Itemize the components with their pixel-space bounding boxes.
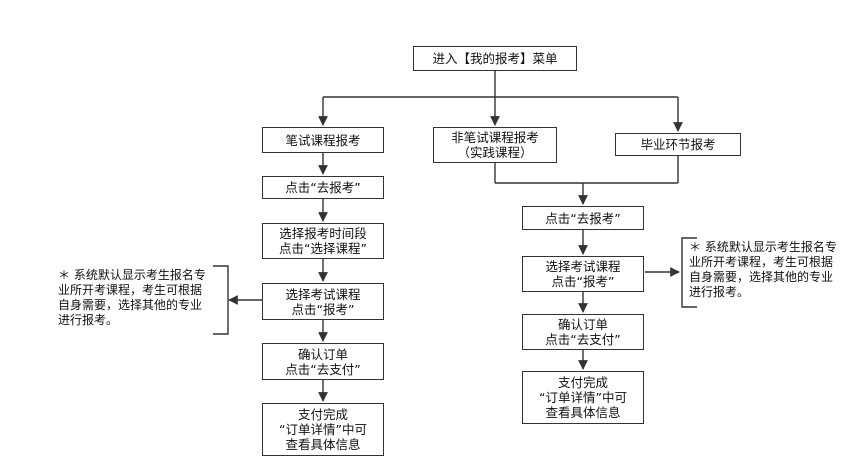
left-payment-done-line1: 支付完成 <box>297 407 348 422</box>
nonwritten-course-node: 非笔试课程报考 （实践课程） <box>433 127 557 163</box>
right-note: ＊ 系统默认显示考生报名专 业所开考课程，考生可根据 自身需要，选择其他的专业 … <box>689 240 851 300</box>
left-select-period-line1: 选择报考时间段 <box>279 226 367 241</box>
right-note-line: 自身需要，选择其他的专业 <box>689 270 834 284</box>
left-select-period-node: 选择报考时间段 点击“选择课程” <box>262 223 384 259</box>
graduation-label: 毕业环节报考 <box>640 137 716 152</box>
left-note-line: 自身需要，选择其他的专业 <box>58 298 203 312</box>
left-select-course-line2: 点击“报考” <box>291 301 355 317</box>
left-note-line: ＊ 系统默认显示考生报名专 <box>58 268 206 282</box>
left-confirm-order-line2: 点击“去支付” <box>285 361 361 377</box>
right-note-line: 进行报考。 <box>689 285 750 299</box>
right-go-register-label: 点击“去报考” <box>545 210 621 226</box>
left-select-course-node: 选择考试课程 点击“报考” <box>262 283 384 320</box>
nonwritten-course-line1: 非笔试课程报考 <box>451 130 539 145</box>
right-note-line: ＊ 系统默认显示考生报名专 <box>689 240 837 254</box>
left-note-line: 进行报考。 <box>58 313 119 327</box>
left-note-bracket <box>213 265 229 335</box>
right-confirm-order-node: 确认订单 点击“去支付” <box>522 314 644 350</box>
right-go-register-node: 点击“去报考” <box>522 206 644 230</box>
written-course-label: 笔试课程报考 <box>285 132 361 148</box>
graduation-node: 毕业环节报考 <box>615 133 741 156</box>
left-confirm-order-line1: 确认订单 <box>297 346 348 362</box>
right-payment-done-node: 支付完成 “订单详情”中可 查看具体信息 <box>522 371 644 424</box>
left-payment-done-node: 支付完成 “订单详情”中可 查看具体信息 <box>262 403 384 456</box>
left-payment-done-line2: “订单详情”中可 <box>279 422 367 437</box>
left-go-register-node: 点击“去报考” <box>262 176 384 199</box>
right-note-line: 业所开考课程，考生可根据 <box>689 255 834 269</box>
right-payment-done-line1: 支付完成 <box>557 375 608 390</box>
left-confirm-order-node: 确认订单 点击“去支付” <box>262 343 384 380</box>
left-go-register-label: 点击“去报考” <box>285 180 361 195</box>
left-note-line: 业所开考课程，考生可根据 <box>58 283 203 297</box>
right-note-bracket <box>681 237 697 308</box>
left-note: ＊ 系统默认显示考生报名专 业所开考课程，考生可根据 自身需要，选择其他的专业 … <box>58 268 218 328</box>
nonwritten-course-line2: （实践课程） <box>457 145 533 160</box>
left-select-period-line2: 点击“选择课程” <box>279 241 367 256</box>
left-select-course-line1: 选择考试课程 <box>285 286 361 302</box>
written-course-node: 笔试课程报考 <box>262 127 384 153</box>
start-label: 进入【我的报考】菜单 <box>432 51 558 66</box>
right-select-course-line1: 选择考试课程 <box>545 259 621 274</box>
right-payment-done-line2: “订单详情”中可 <box>539 390 627 405</box>
left-payment-done-line3: 查看具体信息 <box>285 437 361 452</box>
right-select-course-node: 选择考试课程 点击“报考” <box>522 256 644 292</box>
start-node: 进入【我的报考】菜单 <box>413 46 577 71</box>
right-confirm-order-line1: 确认订单 <box>557 317 608 332</box>
right-select-course-line2: 点击“报考” <box>551 274 615 289</box>
right-confirm-order-line2: 点击“去支付” <box>545 332 621 347</box>
right-payment-done-line3: 查看具体信息 <box>545 405 621 420</box>
